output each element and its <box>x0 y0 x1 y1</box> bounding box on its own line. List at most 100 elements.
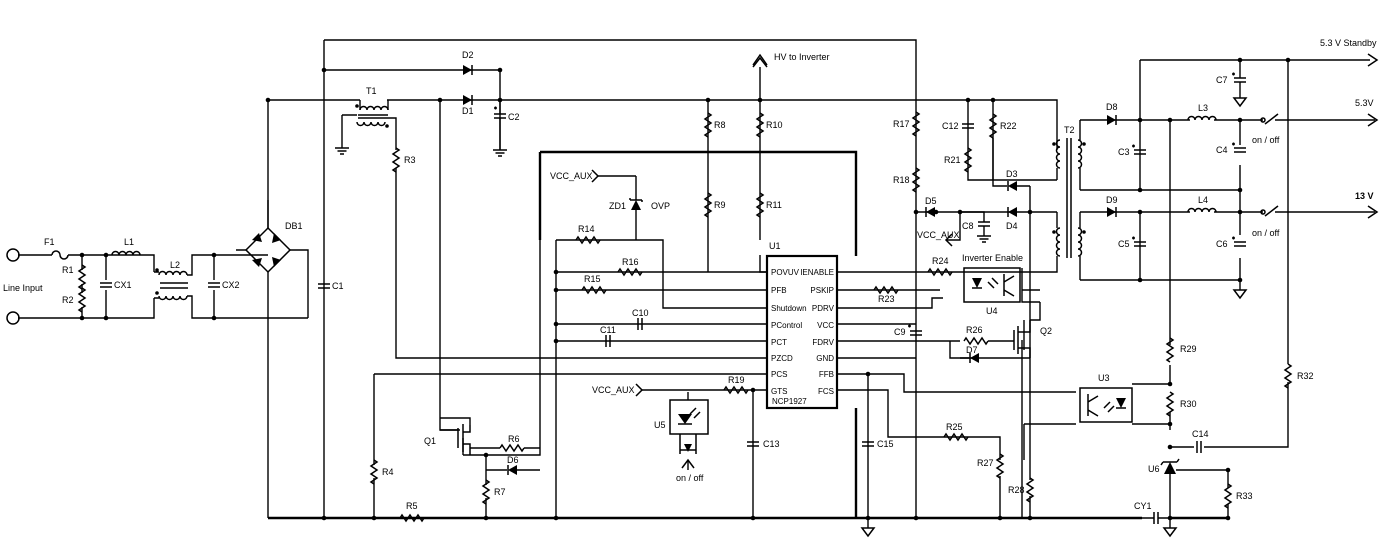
u1-pin-fdrv: FDRV <box>812 338 834 347</box>
vcc-aux-arrow-right <box>944 233 953 247</box>
ref-c11: C11 <box>600 325 616 335</box>
u1-pin-pskip: PSKIP <box>810 286 834 295</box>
ref-l3: L3 <box>1198 103 1208 113</box>
ref-r8: R8 <box>714 120 726 130</box>
ref-c8: C8 <box>962 221 974 231</box>
resistor-r26 <box>963 337 989 345</box>
ground-13v <box>1233 289 1247 299</box>
resistor-r18 <box>912 167 920 193</box>
ref-d3: D3 <box>1006 169 1018 179</box>
ref-r23: R23 <box>878 294 895 304</box>
fuse-f1 <box>51 250 69 260</box>
ref-c13: C13 <box>763 439 780 449</box>
ref-d5: D5 <box>925 196 937 206</box>
ref-r33: R33 <box>1236 491 1253 501</box>
ref-r28: R28 <box>1008 485 1025 495</box>
u5-arrow <box>681 458 695 469</box>
ref-r6: R6 <box>508 434 520 444</box>
ref-c3: C3 <box>1118 147 1130 157</box>
resistor-r27 <box>996 453 1004 479</box>
ref-r32: R32 <box>1297 371 1314 381</box>
u1-ref: U1 <box>769 241 781 251</box>
label-ovp: OVP <box>651 201 670 211</box>
resistor-r6 <box>499 444 525 452</box>
label-inverter-enable: Inverter Enable <box>962 253 1023 263</box>
resistor-r22 <box>989 113 997 139</box>
ref-c7: C7 <box>1216 75 1228 85</box>
resistor-r14 <box>575 236 601 244</box>
ref-r18: R18 <box>893 175 910 185</box>
ref-zd1: ZD1 <box>609 201 626 211</box>
resistor-r17 <box>912 111 920 137</box>
resistor-r33 <box>1224 483 1232 509</box>
ref-r30: R30 <box>1180 399 1197 409</box>
resistor-r32 <box>1284 363 1292 389</box>
u1-pin-ienable: IENABLE <box>800 268 834 277</box>
u1-pin-pcs: PCS <box>771 370 787 379</box>
resistor-r16 <box>617 268 643 276</box>
ref-q2: Q2 <box>1040 326 1052 336</box>
resistor-r4 <box>370 459 378 485</box>
label-vcc-aux-1: VCC_AUX <box>550 171 593 181</box>
ground-secondary <box>1163 527 1177 537</box>
optocoupler-u4 <box>963 267 1021 303</box>
ground-main <box>861 527 875 537</box>
d7-wire <box>949 341 969 359</box>
u1-pin-pdrv: PDRV <box>812 304 835 313</box>
ref-r1: R1 <box>62 265 74 275</box>
shunt-regulator-u6 <box>1160 458 1180 474</box>
optocoupler-u3 <box>1079 387 1133 423</box>
ref-r16: R16 <box>622 257 639 267</box>
bridge-rectifier-db1 <box>244 226 292 296</box>
transformer-t2 <box>1052 120 1086 280</box>
diode-d1 <box>462 94 473 106</box>
ref-c10: C10 <box>632 308 649 318</box>
inductor-l4 <box>1187 207 1217 213</box>
ref-d2: D2 <box>462 50 474 60</box>
u1-pin-pcontrol: PControl <box>771 321 802 330</box>
ref-d8: D8 <box>1106 102 1118 112</box>
resistor-r24 <box>927 268 953 276</box>
ref-l2: L2 <box>170 260 180 270</box>
label-onoff-13: on / off <box>1252 228 1280 238</box>
common-mode-choke-l2 <box>154 268 193 301</box>
switch-53v <box>1260 113 1279 125</box>
diode-d3 <box>1007 180 1018 192</box>
ref-r9: R9 <box>714 200 726 210</box>
resistor-r30 <box>1166 391 1174 417</box>
capacitor-c6 <box>1232 236 1247 247</box>
u1-pin-pfb: PFB <box>771 286 787 295</box>
transformer-t1 <box>355 100 389 128</box>
ref-u5: U5 <box>654 420 666 430</box>
label-vcc-aux-2: VCC_AUX <box>592 385 635 395</box>
resistor-r23 <box>873 286 899 294</box>
ref-cx2: CX2 <box>222 280 240 290</box>
resistor-r9 <box>704 192 712 218</box>
ref-t1: T1 <box>366 86 377 96</box>
ref-r27: R27 <box>977 458 994 468</box>
ref-c12: C12 <box>942 121 959 131</box>
ref-r15: R15 <box>584 274 601 284</box>
label-standby: 5.3 V Standby <box>1320 38 1377 48</box>
capacitor-c14 <box>1196 440 1202 454</box>
u1-pin-povuv: POVUV <box>771 268 800 277</box>
ref-q1: Q1 <box>424 436 436 446</box>
resistor-r21 <box>964 147 972 173</box>
capacitor-cx2 <box>207 282 221 288</box>
capacitor-c3 <box>1132 144 1147 155</box>
switch-13v <box>1260 205 1279 217</box>
label-hv-inverter: HV to Inverter <box>774 52 830 62</box>
resistor-r5 <box>399 514 425 522</box>
ref-r2: R2 <box>62 295 74 305</box>
resistor-r11 <box>756 192 764 218</box>
u1-pin-shutdown: Shutdown <box>771 304 807 313</box>
ref-c6: C6 <box>1216 239 1228 249</box>
ref-r5: R5 <box>406 501 418 511</box>
ref-c9: C9 <box>894 327 906 337</box>
ref-c1: C1 <box>332 281 344 291</box>
capacitor-c8 <box>960 211 992 243</box>
ic-u1-ncp1927 <box>765 254 839 410</box>
diode-d9 <box>1106 206 1117 218</box>
ref-d4: D4 <box>1006 221 1018 231</box>
ref-r10: R10 <box>766 120 783 130</box>
